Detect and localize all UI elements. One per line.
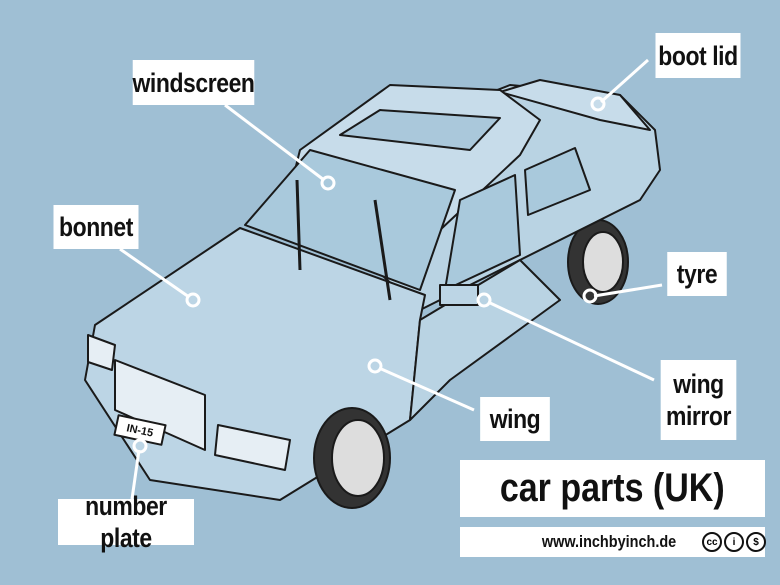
label-number-plate: number plate <box>58 491 194 553</box>
bonnet-pointer <box>185 292 201 308</box>
label-wing-mirror: wing mirror <box>660 360 737 440</box>
by-icon: i <box>724 532 745 552</box>
mirror-shape <box>439 284 479 306</box>
label-tyre: tyre <box>667 252 727 296</box>
label-boot-lid: boot lid <box>655 33 741 78</box>
boot <box>499 79 651 131</box>
cc-icon: cc <box>702 532 723 552</box>
website-link[interactable]: www.inchbyinch.de <box>541 532 677 551</box>
windscreen-pointer <box>320 175 336 191</box>
number-plate-text: IN-15 <box>125 422 154 439</box>
footer-box: www.inchbyinch.de cc i $ <box>460 527 767 557</box>
label-wing: wing <box>480 397 550 441</box>
number-plate-pointer <box>132 438 148 454</box>
page-title: car parts (UK) <box>500 466 725 510</box>
tyre-pointer <box>582 288 598 304</box>
boot-lid-pointer <box>590 96 606 112</box>
wing-mirror-pointer <box>476 292 492 308</box>
nc-icon: $ <box>746 532 767 552</box>
label-windscreen: windscreen <box>132 60 255 105</box>
sunroof <box>339 109 501 151</box>
wing-pointer <box>367 358 383 374</box>
license-icons: cc i $ <box>702 532 767 552</box>
title-box: car parts (UK) <box>460 460 765 517</box>
grille <box>114 359 206 451</box>
label-bonnet: bonnet <box>53 205 139 249</box>
